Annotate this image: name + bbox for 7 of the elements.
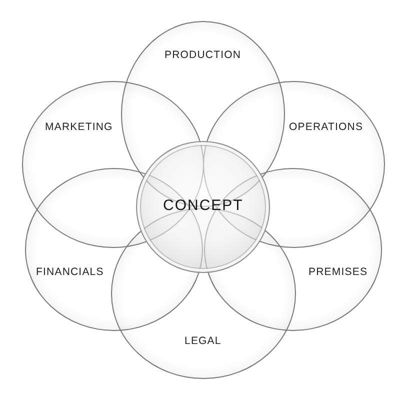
circle-label: FINANCIALS bbox=[36, 266, 104, 277]
circle-label: PREMISES bbox=[308, 266, 368, 277]
circle-label: MARKETING bbox=[45, 122, 113, 132]
circle-label: LEGAL bbox=[184, 336, 222, 346]
circle-label: OPERATIONS bbox=[289, 122, 364, 132]
center-label: CONCEPT bbox=[163, 198, 244, 212]
circle-label: PRODUCTION bbox=[164, 50, 242, 60]
